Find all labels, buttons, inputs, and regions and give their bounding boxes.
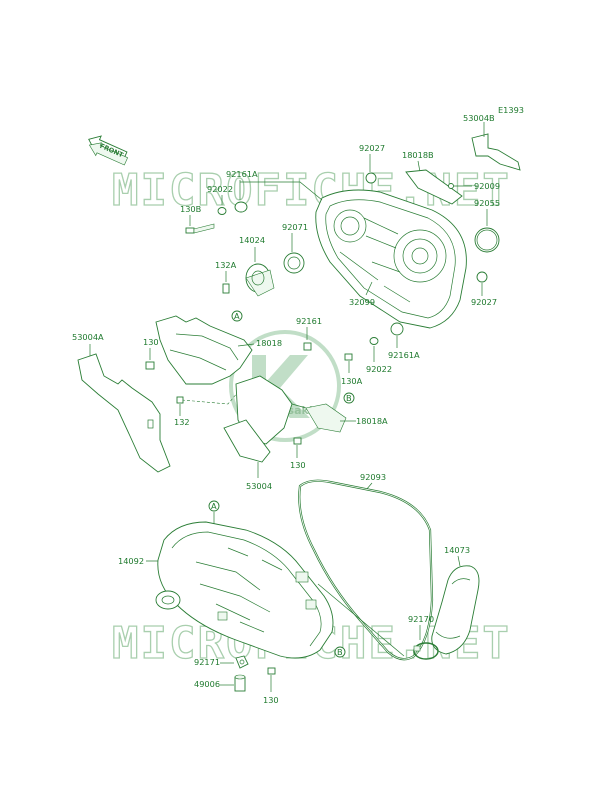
callout-132A: 132A bbox=[215, 260, 237, 270]
part-92161A-top bbox=[234, 201, 248, 213]
part-53004 bbox=[223, 419, 271, 463]
part-92071 bbox=[283, 252, 305, 274]
part-92171 bbox=[235, 655, 249, 669]
part-18018-duct bbox=[155, 315, 253, 385]
callout-92171: 92171 bbox=[194, 657, 220, 667]
callout-92022-top: 92022 bbox=[207, 184, 233, 194]
part-14092-case bbox=[155, 521, 334, 659]
ref-marker-b-upper-label: B bbox=[346, 393, 352, 403]
callout-49006: 49006 bbox=[194, 679, 220, 689]
ref-marker-a-upper bbox=[231, 310, 243, 322]
callout-130-bottom: 130 bbox=[263, 695, 279, 705]
callout-14092: 14092 bbox=[118, 556, 144, 566]
callout-92027-top: 92027 bbox=[359, 143, 385, 153]
part-130-bottom bbox=[267, 667, 276, 675]
callout-53004B: 53004B bbox=[463, 113, 495, 123]
callout-92022-mid: 92022 bbox=[366, 364, 392, 374]
part-53004A bbox=[77, 353, 171, 473]
part-130-left bbox=[145, 361, 155, 370]
callout-92009: 92009 bbox=[474, 181, 500, 191]
callout-32099: 32099 bbox=[349, 297, 375, 307]
part-92027-right bbox=[476, 271, 488, 283]
figure-code: E1393 bbox=[498, 105, 524, 115]
callout-92071: 92071 bbox=[282, 222, 308, 232]
ref-marker-a-upper-label: A bbox=[234, 311, 240, 321]
part-92055 bbox=[474, 227, 500, 253]
part-92161 bbox=[303, 342, 312, 351]
callout-130-left: 130 bbox=[143, 337, 159, 347]
part-130-mid bbox=[293, 437, 302, 445]
callout-18018: 18018 bbox=[256, 338, 282, 348]
part-49006-pin bbox=[234, 674, 246, 692]
part-92027-top bbox=[365, 172, 377, 184]
ref-marker-a-lower bbox=[208, 500, 220, 512]
callout-92161: 92161 bbox=[296, 316, 322, 326]
part-132A bbox=[222, 283, 230, 294]
callout-53004: 53004 bbox=[246, 481, 272, 491]
callout-18018B: 18018B bbox=[402, 150, 434, 160]
part-92022-mid bbox=[369, 337, 379, 345]
part-18018A-duct bbox=[235, 375, 347, 445]
part-92161A-mid bbox=[390, 322, 404, 336]
part-18018B bbox=[405, 169, 463, 205]
part-14073-duct bbox=[431, 565, 480, 655]
callout-14024: 14024 bbox=[239, 235, 265, 245]
front-arrow-icon: FRONT bbox=[88, 135, 129, 166]
part-130B-bolt bbox=[185, 223, 215, 234]
callout-92093: 92093 bbox=[360, 472, 386, 482]
part-53004B bbox=[471, 122, 521, 171]
callout-130B: 130B bbox=[180, 204, 202, 214]
part-130A bbox=[344, 353, 353, 361]
callout-53004A: 53004A bbox=[72, 332, 104, 342]
ref-marker-b-upper bbox=[343, 392, 355, 404]
callout-18018A: 18018A bbox=[356, 416, 388, 426]
part-32099-cover bbox=[315, 189, 467, 329]
callout-92170: 92170 bbox=[408, 614, 434, 624]
ref-marker-b-lower bbox=[334, 646, 346, 658]
part-14024 bbox=[245, 263, 275, 297]
callout-132: 132 bbox=[174, 417, 190, 427]
part-92022-top bbox=[217, 207, 227, 215]
callout-130-mid: 130 bbox=[290, 460, 306, 470]
callout-14073: 14073 bbox=[444, 545, 470, 555]
callout-92055: 92055 bbox=[474, 198, 500, 208]
ref-marker-b-lower-label: B bbox=[337, 647, 343, 657]
callout-130A: 130A bbox=[341, 376, 363, 386]
callout-92027-right: 92027 bbox=[471, 297, 497, 307]
part-92009 bbox=[448, 183, 454, 189]
callout-92161A-mid: 92161A bbox=[388, 350, 420, 360]
part-132 bbox=[176, 396, 184, 404]
ref-marker-a-lower-label: A bbox=[211, 501, 217, 511]
callout-92161A-top: 92161A bbox=[226, 169, 258, 179]
